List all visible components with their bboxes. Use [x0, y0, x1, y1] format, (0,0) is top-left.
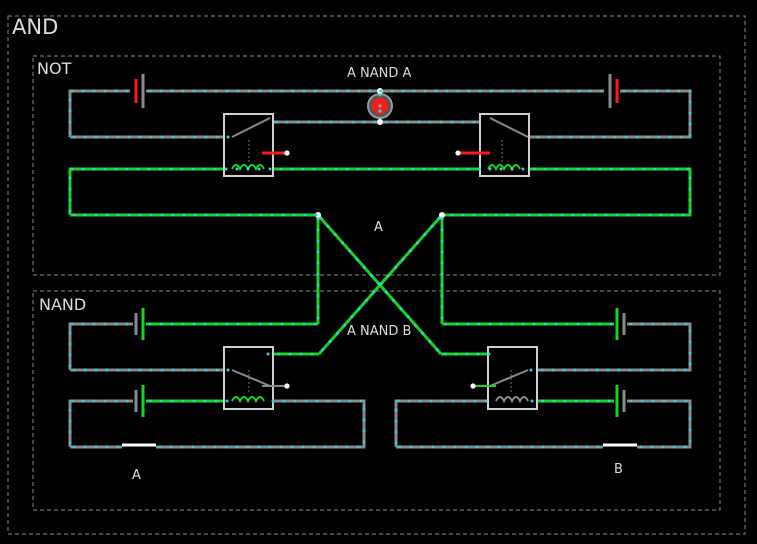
relay-nand-right — [470, 346, 538, 410]
relay-not-right — [455, 113, 530, 177]
cross-a-label: A — [374, 220, 383, 235]
and-group-label: AND — [12, 15, 59, 39]
relay-not-left — [223, 113, 290, 177]
cross-nand-label: A NAND B — [347, 324, 412, 339]
current-dots — [68, 89, 692, 449]
battery-not-left — [134, 74, 145, 108]
battery-not-right — [608, 74, 619, 108]
and-group-frame — [7, 15, 746, 535]
switch-b-label: B — [614, 462, 623, 477]
inactive-wires — [68, 89, 692, 449]
junction-nodes — [315, 88, 445, 218]
battery-nand-1 — [134, 308, 145, 340]
not-group-frame — [32, 55, 721, 276]
not-group-label: NOT — [37, 59, 72, 78]
battery-nand-4 — [615, 385, 626, 417]
relay-nand-left — [223, 346, 290, 410]
switch-a-label: A — [132, 468, 141, 483]
battery-nand-3 — [615, 308, 626, 340]
battery-nand-2 — [134, 385, 145, 417]
nand-group-label: NAND — [39, 295, 87, 314]
output-label: A NAND A — [347, 66, 412, 81]
